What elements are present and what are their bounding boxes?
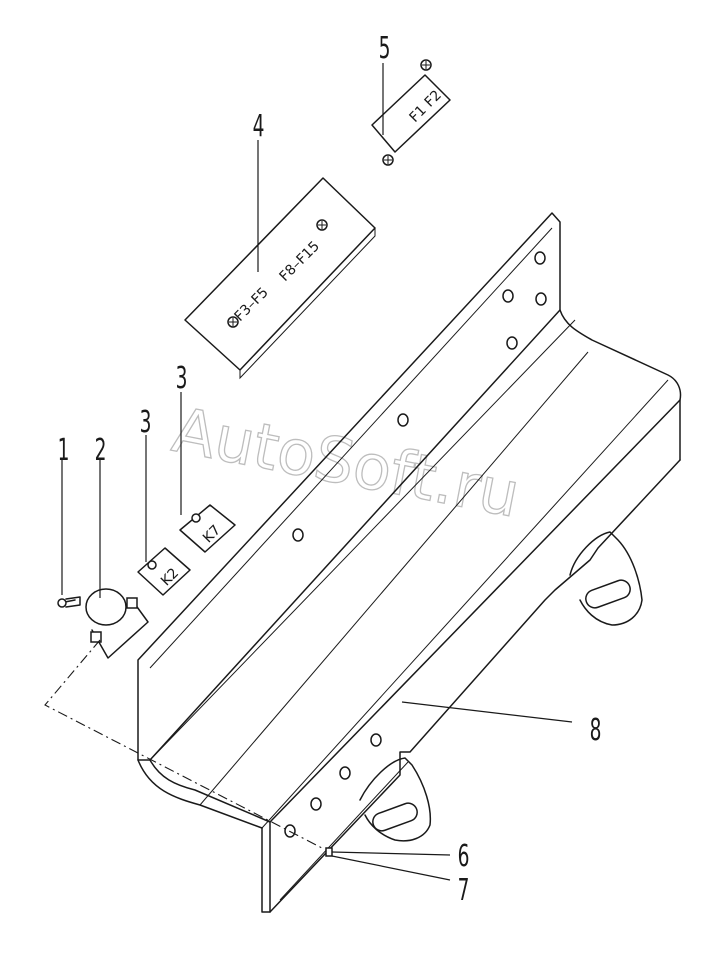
relay-k7-text: K7 (200, 522, 224, 546)
callout-6: 6 (458, 838, 470, 873)
plate-label-f1-f2: F1 F2 (406, 87, 444, 125)
plate-label-f8-f15: F8–F15 (277, 238, 324, 285)
watermark: AutoSoft.ru (167, 393, 525, 532)
callout-numbers: 1 2 3 3 4 5 6 7 8 (58, 30, 602, 907)
plate-label-f3-f5: F3–F5 (232, 285, 272, 325)
bracket-holes (284, 251, 547, 838)
callout-2: 2 (95, 432, 107, 467)
leader-lines (61, 63, 573, 881)
screw (57, 596, 81, 608)
relay-component (85, 588, 149, 659)
callout-1: 1 (58, 432, 70, 467)
callout-4: 4 (253, 108, 265, 143)
callout-5: 5 (379, 30, 391, 65)
callout-7: 7 (458, 872, 470, 907)
assembly-line (44, 639, 323, 849)
mounting-bracket (137, 212, 682, 913)
fuse-label-plate-f3-f15: F3–F5 F8–F15 (184, 177, 376, 380)
nut-washer (325, 847, 333, 857)
callout-8: 8 (590, 712, 602, 747)
relay-label-k7: K7 (179, 504, 236, 553)
callout-3-right: 3 (176, 360, 188, 395)
mounting-ear-lower (359, 757, 432, 842)
fuse-label-plate-f1-f2: F1 F2 (371, 59, 451, 166)
relay-k2-text: K2 (158, 565, 182, 589)
mounting-ear-upper (569, 531, 643, 626)
callout-3-left: 3 (140, 404, 152, 439)
